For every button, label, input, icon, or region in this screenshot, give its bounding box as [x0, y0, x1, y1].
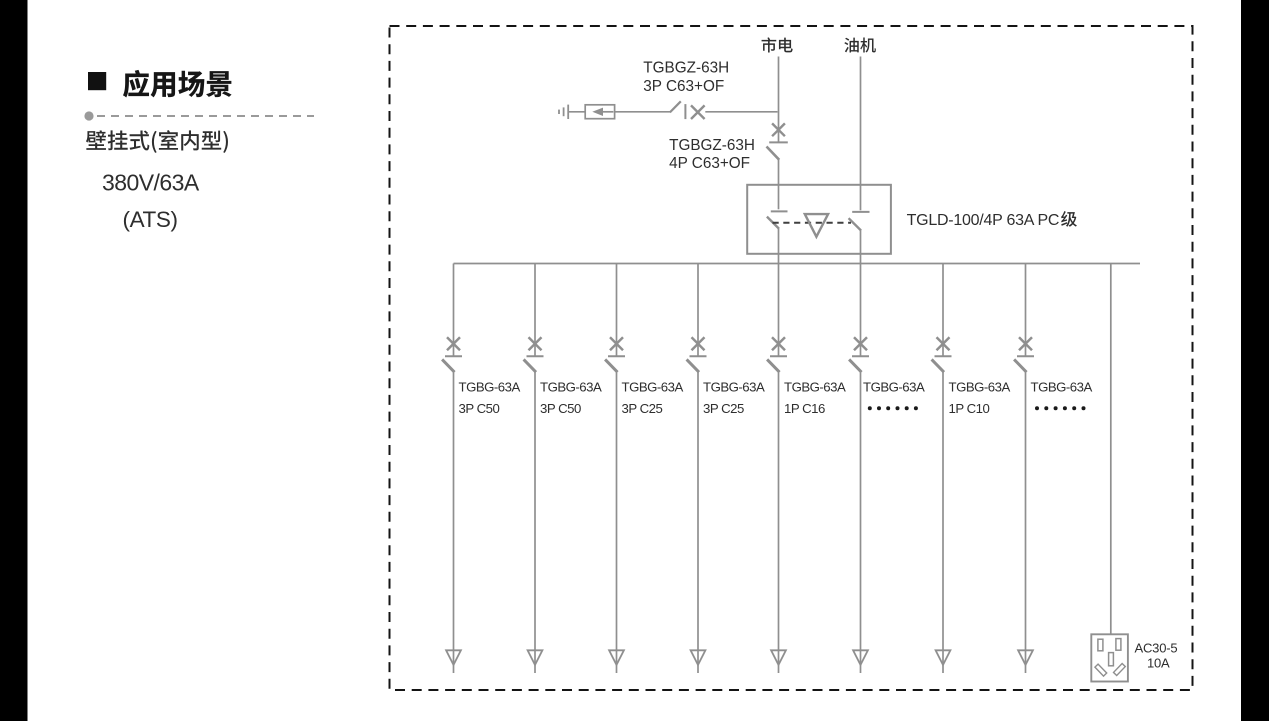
svg-text:380V/63A: 380V/63A: [102, 170, 200, 196]
svg-text:3P C25: 3P C25: [703, 401, 744, 416]
svg-text:TGBG-63A: TGBG-63A: [703, 379, 765, 394]
svg-text:TGBG-63A: TGBG-63A: [784, 379, 846, 394]
svg-text:3P C63+OF: 3P C63+OF: [643, 78, 724, 95]
svg-text:TGBG-63A: TGBG-63A: [459, 379, 521, 394]
svg-text:AC30-5: AC30-5: [1135, 641, 1178, 656]
svg-text:TGBG-63A: TGBG-63A: [863, 379, 925, 394]
svg-text:3P C50: 3P C50: [459, 401, 500, 416]
svg-text:(ATS): (ATS): [123, 207, 178, 232]
svg-text:TGBGZ-63H: TGBGZ-63H: [669, 137, 755, 154]
svg-text:1P C10: 1P C10: [949, 401, 990, 416]
svg-text:TGBGZ-63H: TGBGZ-63H: [643, 60, 729, 77]
svg-text:TGBG-63A: TGBG-63A: [949, 379, 1011, 394]
svg-text:4P C63+OF: 4P C63+OF: [669, 155, 750, 172]
svg-text:10A: 10A: [1147, 656, 1170, 671]
svg-text:1P C16: 1P C16: [784, 401, 825, 416]
svg-text:3P C50: 3P C50: [540, 401, 581, 416]
svg-text:3P C25: 3P C25: [622, 401, 663, 416]
svg-text:TGBG-63A: TGBG-63A: [540, 379, 602, 394]
svg-text:TGBG-63A: TGBG-63A: [622, 379, 684, 394]
svg-text:TGBG-63A: TGBG-63A: [1031, 379, 1093, 394]
svg-text:TGLD-100/4P 63A PC: TGLD-100/4P 63A PC: [907, 212, 1060, 229]
